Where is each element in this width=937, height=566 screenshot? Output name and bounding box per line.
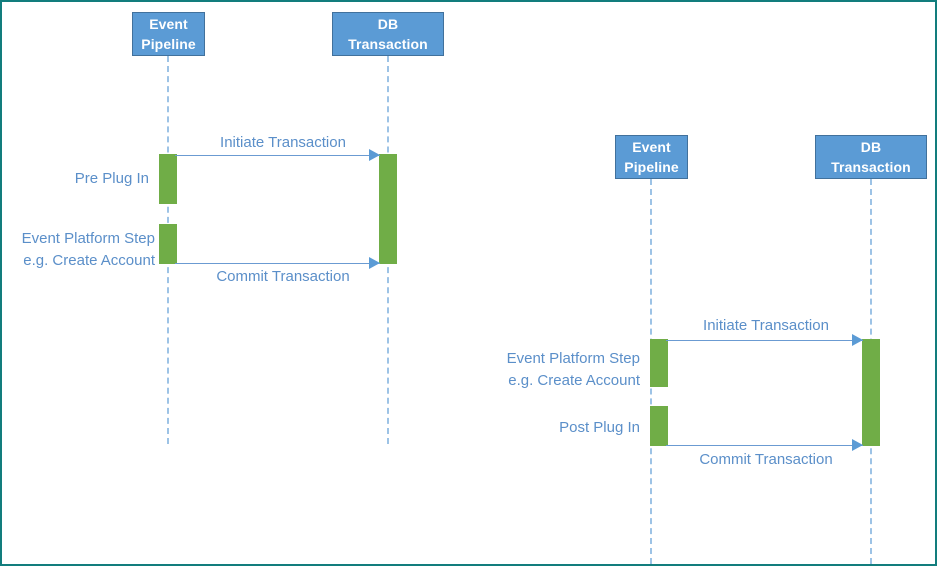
participant-label-line2: Pipeline (141, 36, 196, 52)
message-arrowhead-initiate-transaction-2 (852, 334, 863, 346)
participant-label-line1: DB (860, 139, 882, 155)
side-label-line1: Post Plug In (559, 419, 640, 436)
participant-label-line1: Event (149, 16, 188, 32)
side-label-line1: Event Platform Step (506, 350, 640, 367)
message-line-initiate-transaction-1 (175, 155, 380, 156)
activation-bar-event-platform-step-2 (650, 339, 668, 387)
participant-db-transaction-2[interactable]: DB Transaction (815, 135, 927, 179)
side-label-line1: Event Platform Step (21, 230, 155, 247)
message-label-initiate-transaction-2: Initiate Transaction (703, 317, 829, 334)
activation-bar-db-transaction-1 (379, 154, 397, 264)
message-line-commit-transaction-1 (175, 263, 380, 264)
message-line-commit-transaction-2 (666, 445, 863, 446)
activation-bar-pre-plug-in (159, 154, 177, 204)
message-line-initiate-transaction-2 (666, 340, 863, 341)
participant-db-transaction-1[interactable]: DB Transaction (332, 12, 444, 56)
activation-bar-db-transaction-2 (862, 339, 880, 446)
message-label-commit-transaction-2: Commit Transaction (699, 451, 833, 468)
message-arrowhead-commit-transaction-1 (369, 257, 380, 269)
participant-label-line2: Pipeline (624, 159, 679, 175)
message-label-commit-transaction-1: Commit Transaction (216, 268, 350, 285)
message-label-initiate-transaction-1: Initiate Transaction (220, 134, 346, 151)
message-arrowhead-commit-transaction-2 (852, 439, 863, 451)
side-label-line1: Pre Plug In (74, 170, 149, 187)
side-label-pre-plug-in: Pre Plug In (2, 168, 149, 190)
message-arrowhead-initiate-transaction-1 (369, 149, 380, 161)
side-label-line2: e.g. Create Account (508, 372, 640, 389)
participant-label-line1: Event (632, 139, 671, 155)
participant-label-line2: Transaction (348, 36, 428, 52)
side-label-post-plug-in: Post Plug In (487, 417, 640, 439)
participant-label-line1: DB (377, 16, 399, 32)
activation-bar-event-platform-step-1 (159, 224, 177, 264)
participant-event-pipeline-1[interactable]: Event Pipeline (132, 12, 205, 56)
side-label-event-platform-step-1: Event Platform Step e.g. Create Account (2, 228, 155, 272)
participant-event-pipeline-2[interactable]: Event Pipeline (615, 135, 688, 179)
participant-label-line2: Transaction (831, 159, 911, 175)
side-label-line2: e.g. Create Account (23, 252, 155, 269)
side-label-event-platform-step-2: Event Platform Step e.g. Create Account (487, 348, 640, 392)
activation-bar-post-plug-in (650, 406, 668, 446)
